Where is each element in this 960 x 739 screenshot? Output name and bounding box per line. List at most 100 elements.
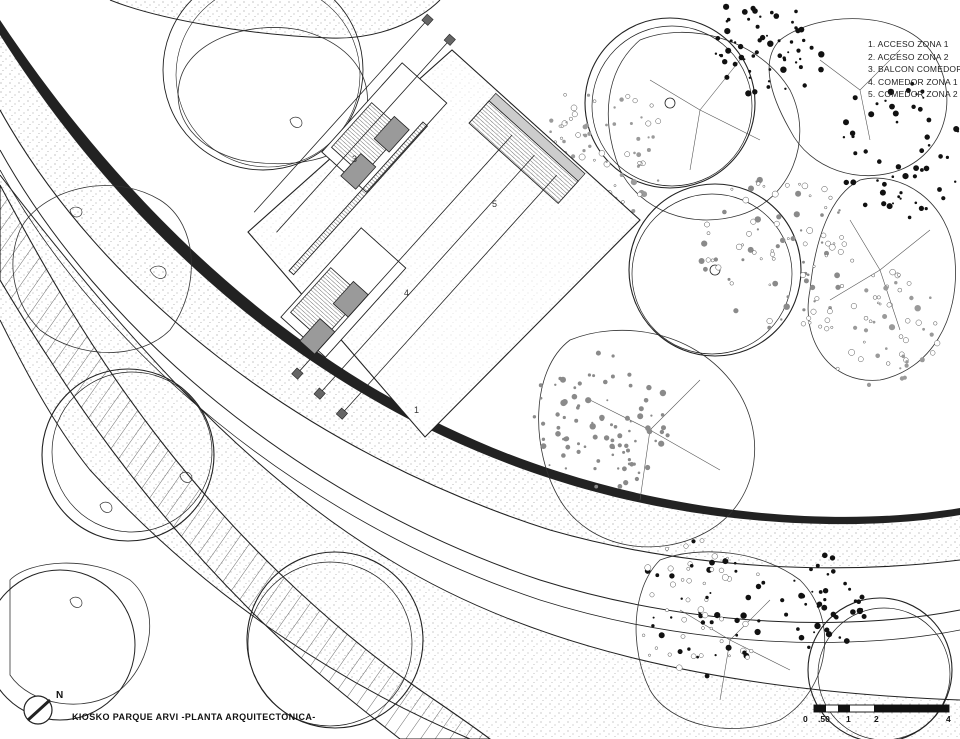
foliage-dot bbox=[838, 209, 841, 212]
foliage-dot bbox=[621, 200, 625, 204]
foliage-dot bbox=[740, 612, 747, 619]
foliage-dot bbox=[899, 367, 902, 370]
foliage-dot bbox=[820, 232, 827, 239]
scale-tick-050: .50 bbox=[818, 714, 830, 724]
foliage-dot bbox=[876, 301, 880, 305]
foliage-dot bbox=[761, 580, 766, 585]
foliage-dot bbox=[767, 40, 774, 47]
foliage-dot bbox=[796, 48, 801, 53]
foliage-dot bbox=[714, 612, 721, 619]
foliage-dot bbox=[756, 572, 760, 577]
foliage-dot bbox=[838, 636, 842, 639]
foliage-dot bbox=[617, 484, 623, 489]
foliage-dot bbox=[800, 272, 806, 279]
foliage-dot bbox=[866, 382, 872, 387]
foliage-dot bbox=[876, 295, 881, 300]
foliage-dot bbox=[780, 598, 785, 603]
foliage-dot bbox=[715, 264, 722, 271]
foliage-dot bbox=[719, 639, 724, 644]
foliage-dot bbox=[724, 74, 730, 80]
foliage-dot bbox=[793, 579, 796, 582]
foliage-dot bbox=[541, 421, 546, 426]
foliage-dot bbox=[892, 202, 894, 205]
foliage-dot bbox=[541, 437, 546, 441]
foliage-dot bbox=[645, 464, 651, 471]
foliage-dot bbox=[784, 182, 790, 188]
foliage-dot bbox=[555, 412, 560, 417]
foliage-dot bbox=[888, 324, 896, 331]
legend-item-4: 4. COMEDOR ZONA 1 bbox=[868, 76, 958, 87]
room-label-4: 4 bbox=[404, 288, 409, 298]
foliage-dot bbox=[798, 634, 805, 641]
legend-item-5: 5. COMEDOR ZONA 2 bbox=[868, 89, 958, 100]
foliage-dot bbox=[741, 258, 745, 262]
foliage-dot bbox=[627, 458, 632, 462]
foliage-dot bbox=[723, 3, 730, 10]
foliage-dot bbox=[755, 583, 762, 590]
foliage-dot bbox=[918, 205, 925, 211]
foliage-dot bbox=[732, 61, 738, 67]
foliage-dot bbox=[734, 617, 740, 624]
foliage-dot bbox=[738, 54, 745, 61]
foliage-dot bbox=[617, 433, 623, 439]
foliage-dot bbox=[902, 375, 907, 380]
foliage-dot bbox=[735, 243, 743, 251]
foliage-dot bbox=[842, 136, 846, 139]
foliage-dot bbox=[938, 154, 943, 159]
foliage-dot bbox=[927, 144, 931, 147]
foliage-dot bbox=[634, 439, 637, 443]
foliage-dot bbox=[626, 448, 630, 453]
foliage-dot bbox=[632, 98, 638, 104]
foliage-dot bbox=[722, 209, 727, 215]
foliage-dot bbox=[749, 649, 754, 654]
foliage-dot bbox=[901, 354, 906, 359]
foliage-dot bbox=[762, 184, 766, 188]
foliage-dot bbox=[568, 116, 573, 121]
foliage-dot bbox=[690, 653, 697, 660]
foliage-dot bbox=[754, 50, 759, 55]
foliage-dot bbox=[757, 38, 762, 43]
legend-item-1: 1. ACCESO ZONA 1 bbox=[868, 39, 949, 49]
foliage-dot bbox=[934, 340, 941, 347]
foliage-dot bbox=[843, 179, 849, 186]
north-arrow bbox=[23, 695, 53, 725]
foliage-dot bbox=[560, 376, 566, 383]
foliage-dot bbox=[619, 97, 624, 102]
foliage-dot bbox=[856, 599, 861, 604]
graphic-scale bbox=[813, 704, 950, 713]
foliage-dot bbox=[645, 120, 652, 127]
foliage-dot bbox=[885, 347, 888, 350]
foliage-dot bbox=[745, 90, 752, 97]
foliage-dot bbox=[563, 93, 567, 97]
foliage-dot bbox=[650, 414, 653, 417]
foliage-dot bbox=[598, 150, 606, 157]
foliage-dot bbox=[622, 450, 626, 454]
foliage-dot bbox=[709, 620, 714, 625]
foliage-dot bbox=[596, 459, 601, 463]
foliage-dot bbox=[595, 350, 601, 356]
foliage-dot bbox=[752, 250, 757, 255]
foliage-dot bbox=[578, 153, 586, 161]
foliage-dot bbox=[587, 131, 592, 136]
foliage-dot bbox=[592, 434, 598, 440]
foliage-dot bbox=[681, 616, 687, 623]
foliage-dot bbox=[923, 165, 930, 172]
foliage-dot bbox=[843, 638, 850, 644]
foliage-dot bbox=[734, 569, 738, 573]
foliage-dot bbox=[956, 130, 960, 133]
foliage-dot bbox=[784, 87, 787, 91]
foliage-dot bbox=[818, 590, 823, 594]
foliage-dot bbox=[920, 168, 924, 172]
foliage-dot bbox=[850, 258, 855, 263]
foliage-dot bbox=[912, 174, 918, 179]
foliage-dot bbox=[756, 228, 760, 231]
foliage-dot bbox=[594, 484, 599, 489]
foliage-dot bbox=[780, 318, 783, 321]
foliage-dot bbox=[656, 179, 660, 182]
foliage-dot bbox=[891, 175, 895, 178]
foliage-dot bbox=[814, 296, 820, 302]
foliage-dot bbox=[623, 480, 629, 486]
upper-path-band bbox=[109, 0, 441, 39]
foliage-dot bbox=[571, 154, 576, 159]
foliage-dot bbox=[711, 553, 718, 560]
